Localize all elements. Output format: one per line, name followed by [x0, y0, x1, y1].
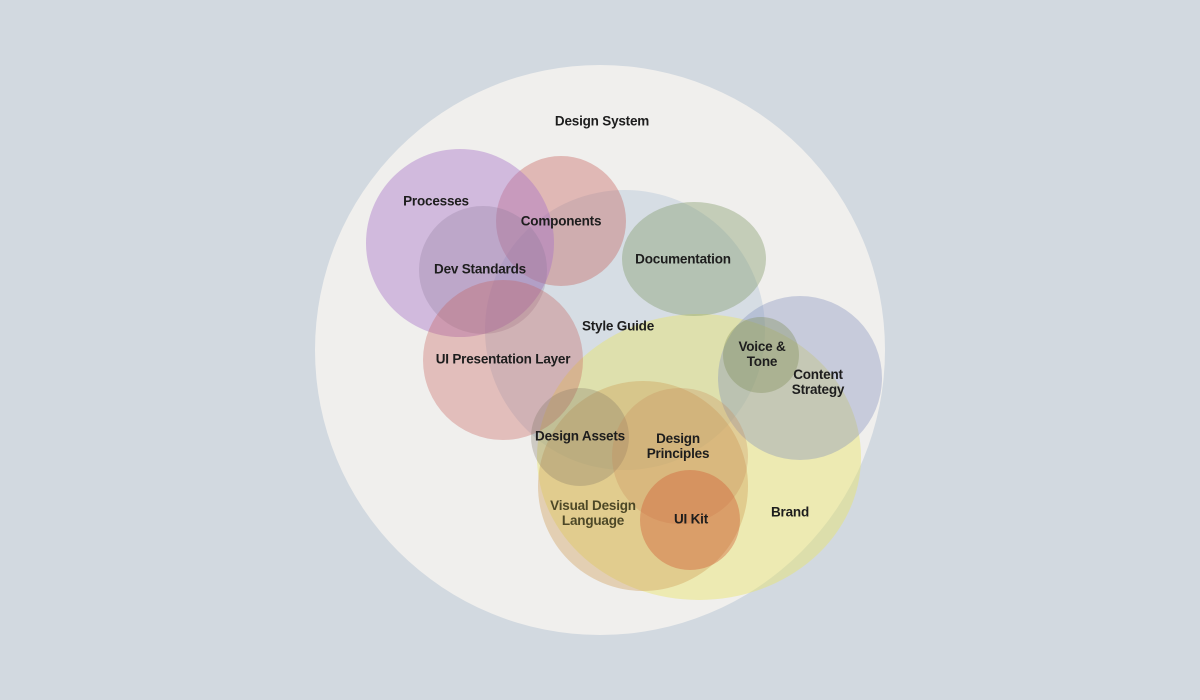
venn-circle-ui-presentation-layer	[423, 280, 583, 440]
venn-circle-voice-and-tone	[723, 317, 799, 393]
label-components: Components	[520, 213, 602, 230]
label-line: Components	[520, 213, 602, 229]
label-line: Documentation	[635, 251, 731, 267]
venn-circle-visual-design-language	[538, 381, 748, 591]
label-line: Design	[656, 431, 700, 447]
label-ui-presentation-layer: UI Presentation Layer	[435, 351, 571, 368]
label-line: Style Guide	[581, 318, 655, 334]
venn-circle-style-guide	[485, 190, 765, 470]
label-line: UI Presentation Layer	[435, 351, 571, 367]
label-ui-kit: UI Kit	[673, 511, 709, 528]
venn-circle-design-principles	[612, 388, 748, 524]
label-line: Design System	[554, 113, 650, 129]
label-design-system: Design System	[554, 113, 650, 130]
venn-circle-content-strategy	[718, 296, 882, 460]
label-line: Tone	[746, 354, 778, 369]
label-processes: Processes	[403, 193, 469, 210]
label-line: Voice &	[738, 339, 786, 355]
label-line: Design Assets	[535, 428, 625, 444]
label-line: Dev Standards	[434, 261, 526, 277]
venn-circle-dev-standards	[419, 206, 547, 334]
venn-circle-design-assets	[531, 388, 629, 486]
label-brand: Brand	[770, 504, 810, 521]
venn-circle-components	[496, 156, 626, 286]
label-design-assets: Design Assets	[535, 428, 625, 445]
label-documentation: Documentation	[635, 251, 731, 268]
label-line: Strategy	[791, 382, 845, 397]
venn-circle-documentation	[622, 202, 766, 316]
label-voice-and-tone: Voice &Tone	[738, 339, 786, 370]
label-line: Principles	[646, 446, 710, 461]
venn-circle-brand	[537, 314, 861, 600]
label-style-guide: Style Guide	[581, 318, 655, 335]
label-line: Content	[793, 367, 843, 383]
label-dev-standards: Dev Standards	[434, 261, 526, 278]
label-line: UI Kit	[673, 511, 709, 527]
label-line: Processes	[403, 193, 469, 209]
venn-circle-processes	[366, 149, 554, 337]
label-line: Language	[561, 513, 625, 528]
label-line: Brand	[770, 504, 810, 520]
venn-circle-design-system	[315, 65, 885, 635]
label-line: Visual Design	[550, 498, 636, 514]
venn-circle-ui-kit	[640, 470, 740, 570]
